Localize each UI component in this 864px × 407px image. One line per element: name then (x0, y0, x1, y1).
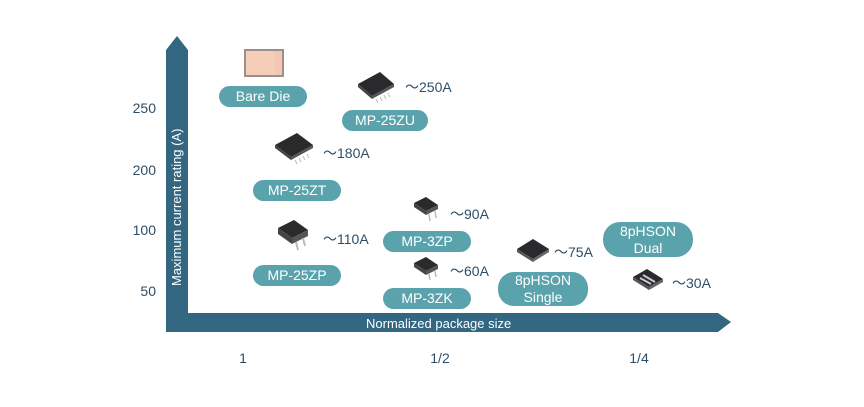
y-axis-bar (166, 36, 188, 332)
mp-25zp-chip-icon (278, 220, 308, 251)
package-label-mp-3zk: MP-3ZK (383, 288, 471, 309)
8phson-single-line2: Single (523, 289, 563, 305)
8phson-dual-chip-icon (633, 269, 663, 290)
y-tick-250: 250 (132, 100, 156, 116)
y-tick-100: 100 (132, 222, 156, 238)
package-label-bare-die: Bare Die (219, 86, 307, 107)
rating-mp-25zu: ～250A (405, 79, 452, 95)
8phson-single-chip-icon (517, 239, 549, 262)
rating-mp-3zk: ～60A (450, 263, 489, 279)
package-label-mp-25zu: MP-25ZU (342, 110, 428, 131)
rating-mp-3zp: ～90A (450, 206, 489, 222)
mp-3zp-chip-icon (414, 197, 438, 222)
rating-mp-25zp: ～110A (323, 231, 369, 247)
mp-3zk-chip-icon (414, 257, 438, 281)
8phson-single-line1: 8pHSON (514, 272, 572, 288)
x-tick-1-2: 1/2 (430, 350, 450, 366)
package-label-8phson-single: 8pHSON Single (498, 272, 588, 306)
rating-8phson-single: ～75A (554, 244, 593, 260)
8phson-dual-line2: Dual (633, 239, 663, 256)
package-label-8phson-dual: 8pHSON Dual (603, 222, 693, 257)
package-label-mp-25zp: MP-25ZP (253, 265, 341, 286)
mp-25zu-chip-icon (358, 72, 394, 104)
rating-8phson-dual: ～30A (672, 275, 711, 291)
x-tick-1-4: 1/4 (629, 350, 649, 366)
x-axis-label: Normalized package size (366, 316, 512, 331)
bare-die-chip-icon (244, 49, 284, 77)
x-tick-1: 1 (239, 350, 247, 366)
y-tick-50: 50 (140, 283, 156, 299)
package-label-mp-3zp: MP-3ZP (383, 231, 471, 252)
8phson-dual-line1: 8pHSON (619, 222, 677, 239)
y-tick-200: 200 (132, 162, 156, 178)
mp-25zt-chip-icon (275, 133, 313, 165)
y-axis-label: Maximum current rating (A) (169, 128, 184, 286)
x-axis-bar (166, 313, 731, 332)
package-label-mp-25zt: MP-25ZT (253, 180, 341, 201)
rating-mp-25zt: ～180A (323, 145, 370, 161)
